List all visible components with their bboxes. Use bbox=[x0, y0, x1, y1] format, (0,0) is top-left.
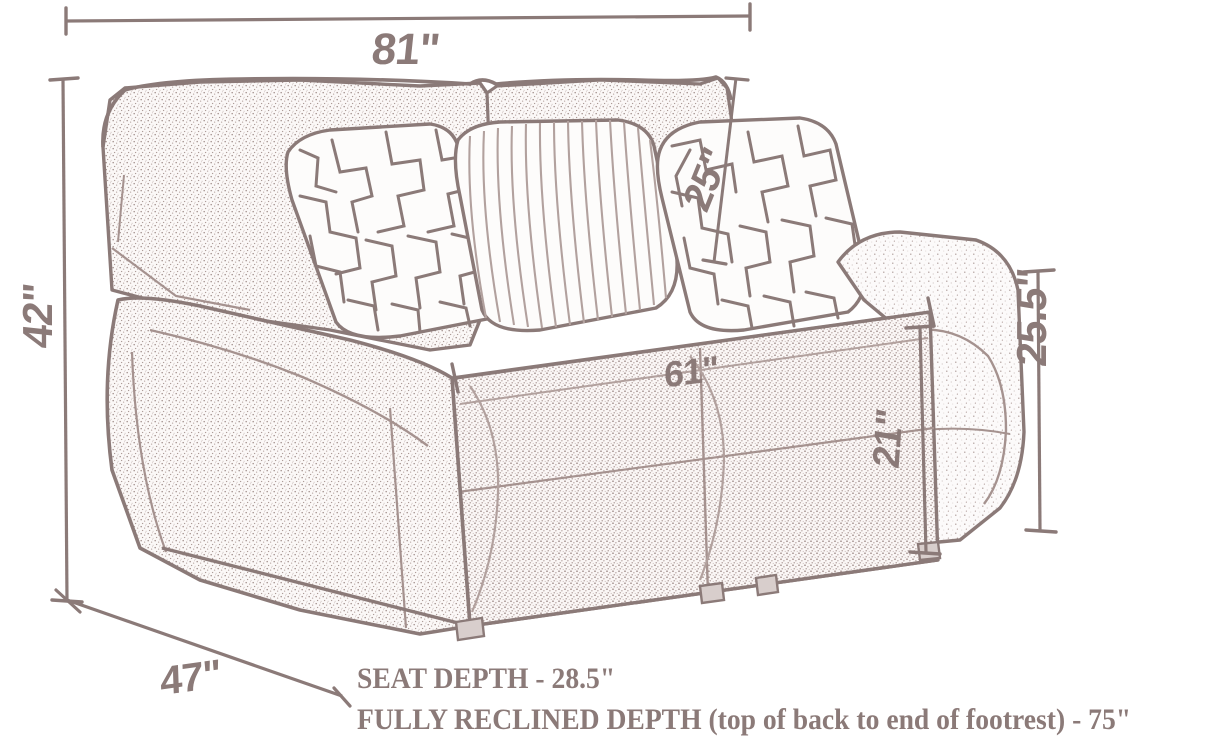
note-seat-depth: SEAT DEPTH - 28.5" bbox=[357, 662, 616, 695]
dimension-label-back-height: 25.5" bbox=[1008, 266, 1055, 369]
sofa-back-left-seam-2 bbox=[117, 174, 125, 243]
dimension-label-overall-depth: 47" bbox=[159, 651, 221, 705]
seat-cushion-round-mid bbox=[689, 355, 726, 581]
dim-line-arm-height bbox=[904, 324, 942, 556]
dim-line-overall-depth bbox=[54, 588, 352, 708]
dimension-label-overall-width: 81" bbox=[369, 25, 442, 74]
accent-pillow-right bbox=[655, 116, 867, 333]
seat-cushion-divider bbox=[698, 347, 710, 595]
dim-line-seat-width bbox=[450, 296, 936, 394]
sofa-left-arm-inner-seam-2 bbox=[130, 351, 168, 553]
sofa-back-top-ridge bbox=[101, 75, 733, 148]
dimension-label-overall-height: 42" bbox=[13, 281, 61, 351]
pleated-back-cushion bbox=[453, 118, 679, 333]
sofa-illustration bbox=[101, 75, 1026, 642]
accent-pillow-left bbox=[284, 122, 507, 340]
sofa-left-arm-inner-seam bbox=[149, 328, 429, 447]
dim-line-pillow-size bbox=[701, 76, 750, 266]
note-fully-reclined-depth: FULLY RECLINED DEPTH (top of back to end… bbox=[357, 703, 1132, 736]
sofa-back-left-seam bbox=[111, 247, 251, 312]
dimension-label-seat-width: 61" bbox=[663, 347, 719, 396]
seat-cushion-round-left bbox=[469, 385, 500, 613]
dim-line-overall-width bbox=[64, 2, 752, 36]
sofa-left-arm-front-seam bbox=[388, 407, 408, 629]
dimension-lines bbox=[48, 2, 1058, 708]
seat-cushion-top-seam bbox=[459, 337, 929, 405]
dimension-label-arm-height: 21" bbox=[865, 406, 912, 472]
dim-line-back-height bbox=[1022, 268, 1058, 534]
seat-cushion-mid-seam bbox=[457, 426, 935, 494]
sofa-left-arm bbox=[105, 296, 472, 636]
sofa-right-arm-inner-seam bbox=[915, 328, 1008, 505]
sofa-feet bbox=[454, 540, 942, 642]
